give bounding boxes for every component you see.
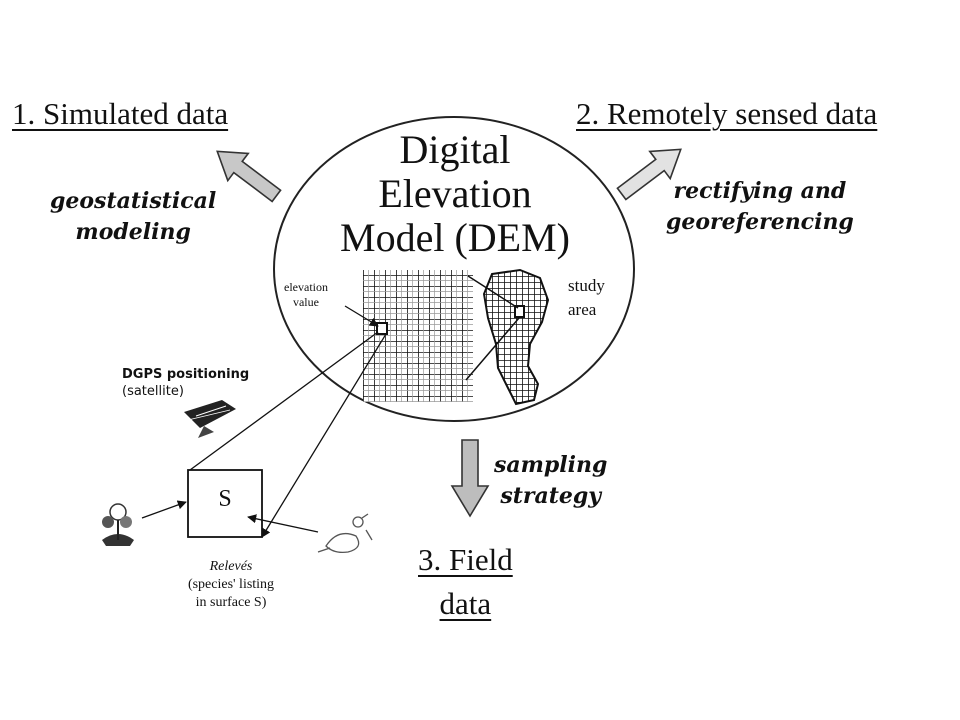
output-field-data-line1: 3. Field: [418, 542, 513, 577]
plant-to-plot-arrow: [141, 500, 187, 519]
elevation-cell: [376, 322, 388, 335]
satellite-icon: [184, 400, 236, 438]
dem-title-line3: Model (DEM): [340, 215, 570, 260]
study-area-label: study area: [568, 274, 605, 322]
process-rectify-line1: rectifying and: [673, 178, 847, 204]
study-area-label-line1: study: [568, 276, 605, 295]
dem-title-line1: Digital: [399, 127, 511, 172]
process-rectifying-georeferencing: rectifying and georeferencing: [666, 176, 854, 238]
up-left-arrow-icon: [216, 150, 282, 203]
process-geostat-line2: modeling: [75, 219, 191, 245]
study-area-shape: [482, 268, 550, 406]
releves-label-line2: (species' listing: [187, 577, 275, 592]
releves-label-line3: in surface S): [195, 595, 267, 610]
plant-icon: [102, 503, 134, 546]
elevation-pointer: [344, 305, 379, 327]
process-geostat-line1: geostatistical: [50, 188, 217, 214]
process-sampling-line1: sampling: [494, 452, 608, 478]
study-area-pointer-bottom: [465, 317, 520, 381]
output-simulated-data: 1. Simulated data: [12, 96, 229, 131]
plot-label-s: S: [218, 486, 232, 512]
plot-projection-right: [261, 333, 387, 538]
process-sampling-strategy: sampling strategy: [494, 450, 607, 512]
elevation-value-label: elevation value: [284, 280, 328, 310]
releves-label: Relevés (species' listing in surface S): [156, 558, 306, 612]
elevation-label-line2: value: [292, 295, 319, 309]
sampling-plot: [187, 469, 263, 538]
process-geostatistical-modeling: geostatistical modeling: [50, 186, 216, 248]
dem-circle: [273, 116, 635, 422]
plot-projection-left: [189, 331, 379, 471]
process-rectify-line2: georeferencing: [666, 209, 854, 235]
output-field-data-line2: data: [439, 586, 492, 621]
dgps-label-line1: DGPS positioning: [122, 367, 250, 382]
dem-grid: [363, 270, 473, 402]
process-sampling-line2: strategy: [500, 483, 602, 509]
study-area-pointer-top: [467, 275, 519, 309]
bird-to-plot-arrow: [247, 514, 319, 533]
bird-icon: [317, 513, 373, 554]
dgps-label: DGPS positioning (satellite): [122, 366, 249, 400]
study-area-label-line2: area: [568, 300, 597, 319]
dem-title: Digital Elevation Model (DEM): [330, 128, 580, 260]
down-arrow-icon: [450, 439, 490, 518]
up-right-arrow-icon: [616, 148, 682, 201]
elevation-label-line1: elevation: [284, 280, 328, 294]
dem-title-line2: Elevation: [378, 171, 532, 216]
study-area-cell: [514, 305, 525, 318]
output-field-data: 3. Field data: [418, 538, 513, 626]
releves-label-line1: Relevés: [209, 559, 253, 574]
dgps-label-line2: (satellite): [122, 384, 184, 399]
output-remotely-sensed-data: 2. Remotely sensed data: [576, 96, 878, 131]
